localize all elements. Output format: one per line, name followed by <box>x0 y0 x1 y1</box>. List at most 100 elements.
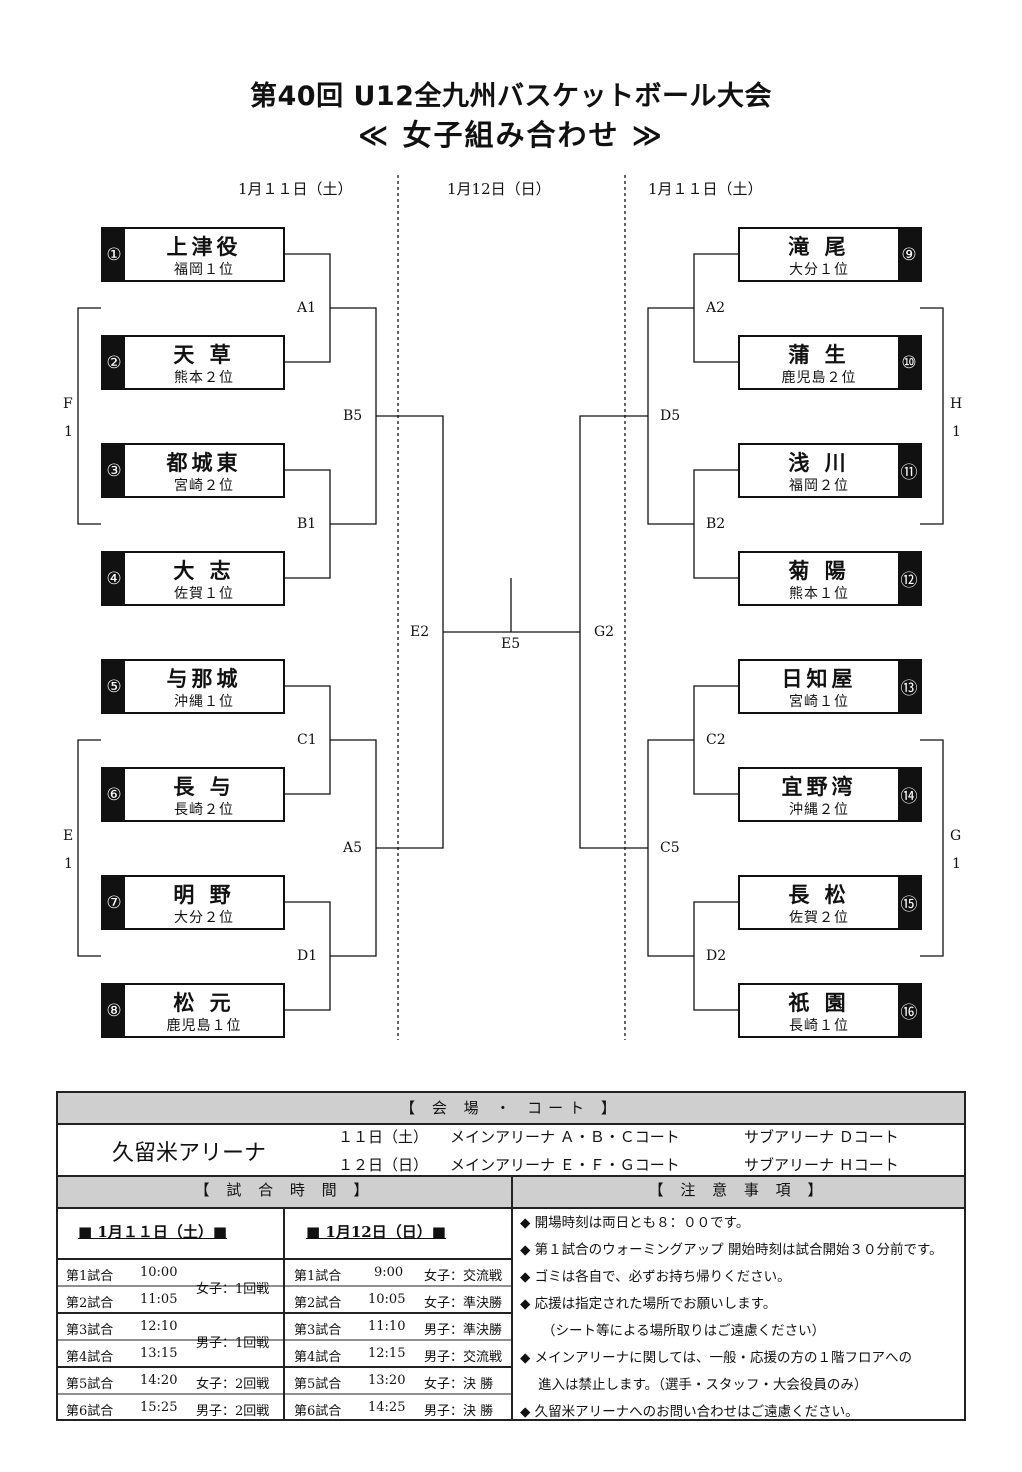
note-4-sub: （シート等による場所取りはご遠慮ください） <box>542 1323 826 1339</box>
team-rank: 大分１位 <box>789 262 849 278</box>
day2-game-4: 第4試合 <box>294 1350 342 1365</box>
team-box-15: ⑮ 長 松 佐賀２位 <box>738 875 922 930</box>
seed-number: ⑯ <box>898 985 920 1036</box>
day1-time-6: 15:25 <box>140 1400 178 1415</box>
team-box-7: ⑦ 明 野 大分２位 <box>101 875 285 930</box>
team-rank: 長崎１位 <box>789 1018 849 1034</box>
venue-header: 【 会 場 ・ コート 】 <box>58 1093 964 1125</box>
day1-note-6: 男子：2回戦 <box>196 1404 270 1419</box>
team-rank: 宮崎２位 <box>174 478 234 494</box>
team-box-16: ⑯ 祇 園 長崎１位 <box>738 983 922 1038</box>
match-label-d5: D5 <box>660 408 681 424</box>
venue-day1-main: メインアリーナ Ａ・Ｂ・Ｃコート <box>450 1128 680 1146</box>
page-title: 第40回 U12全九州バスケットボール大会 <box>250 81 772 112</box>
team-box-3: ③ 都城東 宮崎２位 <box>101 443 285 498</box>
day2-game-6: 第6試合 <box>294 1404 342 1419</box>
team-name: 大 志 <box>173 559 235 583</box>
team-rank: 福岡１位 <box>174 262 234 278</box>
team-name: 長 与 <box>173 775 235 799</box>
team-name: 祇 園 <box>788 991 850 1015</box>
day1-game-4: 第4試合 <box>66 1350 114 1365</box>
team-rank: 佐賀２位 <box>789 910 849 926</box>
seed-number: ⑩ <box>898 337 920 388</box>
seed-number: ③ <box>103 445 125 496</box>
seed-number: ⑭ <box>898 769 920 820</box>
day2-note-6: 男子：決 勝 <box>424 1404 494 1419</box>
seed-number: ⑮ <box>898 877 920 928</box>
side-label-f1-number: 1 <box>64 424 73 440</box>
day2-note-5: 女子：決 勝 <box>424 1377 494 1392</box>
team-name: 与那城 <box>166 667 242 691</box>
day2-note-3: 男子：準決勝 <box>424 1323 503 1338</box>
day2-time-6: 14:25 <box>368 1400 406 1415</box>
note-4: ◆ 応援は指定された場所でお願いします。 <box>520 1296 777 1312</box>
date-right: 1月１１日（土） <box>648 180 763 198</box>
day1-group-note-1: 女子：1回戦 <box>196 1282 270 1297</box>
note-5-sub: 進入は禁止します。（選手・スタッフ・大会役員のみ） <box>538 1377 868 1393</box>
day2-title: ■ 1月12日（日）■ <box>306 1223 446 1241</box>
team-box-1: ① 上津役 福岡１位 <box>101 227 285 282</box>
venue-day1: １１日（土） <box>338 1128 429 1146</box>
day2-time-2: 10:05 <box>368 1292 406 1307</box>
team-rank: 沖縄２位 <box>789 802 849 818</box>
day1-time-5: 14:20 <box>140 1373 178 1388</box>
match-label-b1: B1 <box>297 516 317 532</box>
day1-game-6: 第6試合 <box>66 1404 114 1419</box>
side-label-h1-letter: H <box>950 396 963 412</box>
team-name: 浅 川 <box>788 451 850 475</box>
team-box-5: ⑤ 与那城 沖縄１位 <box>101 659 285 714</box>
day1-game-2: 第2試合 <box>66 1296 114 1311</box>
match-label-d2: D2 <box>706 948 727 964</box>
schedule-grid <box>58 1207 511 1421</box>
team-name: 都城東 <box>166 451 242 475</box>
side-label-g1-number: 1 <box>952 856 961 872</box>
date-left: 1月１１日（土） <box>238 180 353 198</box>
team-rank: 長崎２位 <box>174 802 234 818</box>
day1-time-1: 10:00 <box>140 1265 178 1280</box>
venue-day1-sub: サブアリーナ Ｄコート <box>744 1128 899 1146</box>
team-rank: 鹿児島１位 <box>166 1018 242 1034</box>
side-label-f1-letter: F <box>63 396 73 412</box>
match-label-c5: C5 <box>660 840 680 856</box>
day1-time-2: 11:05 <box>140 1292 178 1307</box>
team-box-9: ⑨ 滝 尾 大分１位 <box>738 227 922 282</box>
day2-game-5: 第5試合 <box>294 1377 342 1392</box>
side-label-g1-letter: G <box>950 828 962 844</box>
seed-number: ⑬ <box>898 661 920 712</box>
seed-number: ⑦ <box>103 877 125 928</box>
match-label-a1: A1 <box>297 300 317 316</box>
note-3: ◆ ゴミは各自で、必ずお持ち帰りください。 <box>520 1269 791 1285</box>
note-2: ◆ 第１試合のウォーミングアップ 開始時刻は試合開始３０分前です。 <box>520 1242 943 1258</box>
team-box-6: ⑥ 長 与 長崎２位 <box>101 767 285 822</box>
venue-day2: １２日（日） <box>338 1156 429 1174</box>
venue-name: 久留米アリーナ <box>112 1141 267 1166</box>
match-label-a5: A5 <box>343 840 363 856</box>
schedule-header: 【 試 合 時 間 】 <box>194 1181 375 1199</box>
side-label-h1-number: 1 <box>952 424 961 440</box>
team-rank: 熊本１位 <box>789 586 849 602</box>
day2-time-4: 12:15 <box>368 1346 406 1361</box>
team-box-13: ⑬ 日知屋 宮崎１位 <box>738 659 922 714</box>
team-rank: 鹿児島２位 <box>781 370 857 386</box>
team-name: 松 元 <box>173 991 235 1015</box>
team-rank: 佐賀１位 <box>174 586 234 602</box>
notes-header: 【 注 意 事 項 】 <box>648 1181 829 1199</box>
day1-group-note-2: 男子：1回戦 <box>196 1336 270 1351</box>
seed-number: ① <box>103 229 125 280</box>
team-box-4: ④ 大 志 佐賀１位 <box>101 551 285 606</box>
team-name: 上津役 <box>166 235 242 259</box>
team-box-8: ⑧ 松 元 鹿児島１位 <box>101 983 285 1038</box>
match-label-b2: B2 <box>706 516 726 532</box>
team-name: 日知屋 <box>781 667 857 691</box>
match-label-c1: C1 <box>297 732 317 748</box>
match-label-g2: G2 <box>594 624 615 640</box>
match-label-a2: A2 <box>706 300 726 316</box>
day2-time-1: 9:00 <box>374 1265 404 1280</box>
team-name: 宜野湾 <box>781 775 857 799</box>
day2-note-1: 女子：交流戦 <box>424 1269 503 1284</box>
match-label-e5: E5 <box>501 636 521 652</box>
day2-time-3: 11:10 <box>368 1319 406 1334</box>
day1-title: ■ 1月１１日（土）■ <box>78 1223 228 1241</box>
team-name: 明 野 <box>173 883 235 907</box>
day1-game-3: 第3試合 <box>66 1323 114 1338</box>
